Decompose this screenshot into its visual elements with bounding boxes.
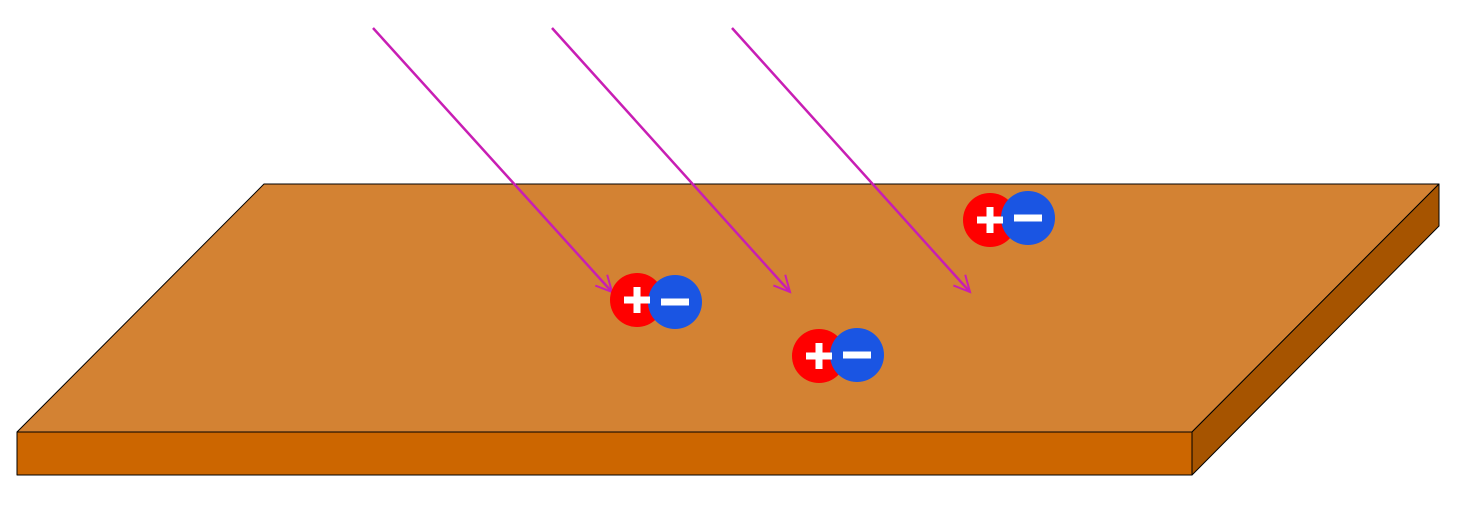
minus-icon	[843, 351, 871, 359]
plus-icon	[806, 343, 832, 369]
photon-arrow	[551, 27, 790, 292]
electron-hole-pair	[792, 328, 884, 383]
photon-arrow	[731, 27, 970, 292]
electron-hole-pair	[610, 273, 702, 329]
electron-hole-pair	[963, 191, 1055, 247]
photon-arrows	[372, 27, 970, 292]
minus-icon	[661, 298, 689, 306]
slab-top-face	[16, 183, 1440, 433]
slab-front-face	[16, 431, 1193, 476]
plus-icon	[977, 207, 1003, 233]
slab	[16, 183, 1440, 476]
photon-arrow	[372, 27, 612, 292]
minus-icon	[1014, 214, 1042, 222]
plus-icon	[624, 287, 650, 313]
charge-pairs	[610, 191, 1055, 383]
